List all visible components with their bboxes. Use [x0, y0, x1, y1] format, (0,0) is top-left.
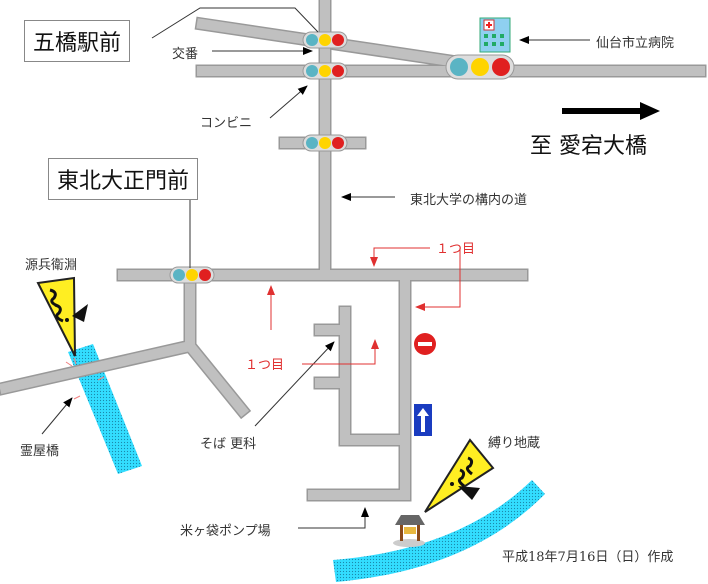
first-turn-label: １つ目 [245, 358, 285, 373]
created-date: 平成18年7月16日（日）作成 [502, 550, 674, 565]
station-gohashi: 五橋駅前 [24, 20, 131, 62]
campus-road-label: 東北大学の構内の道 [410, 193, 528, 208]
no-entry-sign-icon [414, 333, 436, 355]
hospital-icon [479, 17, 511, 53]
traffic-light-icon [169, 266, 215, 284]
traffic-light-icon [302, 31, 348, 49]
koban-label: 交番 [172, 47, 199, 62]
pump-label: 米ヶ袋ポンプ場 [180, 524, 271, 539]
river-curve [333, 480, 545, 582]
direction-arrow [562, 102, 660, 120]
jizo-label: 縛り地蔵 [488, 436, 541, 451]
hospital-label: 仙台市立病院 [596, 36, 675, 51]
reiyabashi-label: 霊屋橋 [20, 444, 60, 459]
traffic-light-icon [445, 54, 515, 80]
first-turn-label: １つ目 [436, 242, 476, 257]
soba-label: そば 更科 [200, 437, 257, 452]
genbe-label: 源兵衛淵 [25, 258, 78, 273]
shrine-icon [393, 515, 425, 547]
konbini-label: コンビニ [200, 116, 253, 131]
one-way-sign-icon [414, 404, 432, 436]
station-tohoku-gate: 東北大正門前 [48, 158, 199, 200]
genbe-marker-icon [36, 276, 88, 357]
jizo-marker-icon [424, 438, 495, 513]
traffic-light-icon [302, 134, 348, 152]
river-hirose [68, 344, 142, 474]
direction-label: 至 愛宕大橋 [530, 134, 647, 159]
traffic-light-icon [302, 62, 348, 80]
